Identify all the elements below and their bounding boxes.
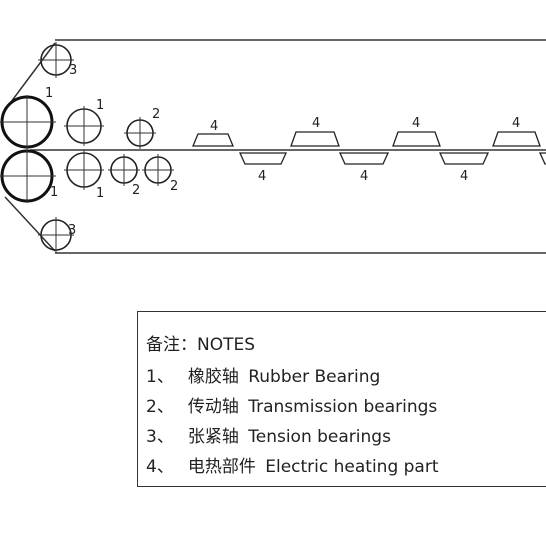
- note-item-1: 1、橡胶轴 Rubber Bearing: [146, 362, 380, 387]
- heating-part-top-3: [392, 131, 441, 147]
- heating-part-bottom-3: [438, 152, 490, 165]
- notes-title: 备注：NOTES: [146, 335, 256, 355]
- note-cn: 电热部件: [187, 457, 256, 477]
- label-transmission-top: 2: [152, 107, 160, 122]
- heating-part-top-2: [290, 131, 340, 147]
- label-heating-bottom-3: 4: [460, 169, 468, 184]
- note-number: 2、: [146, 397, 174, 417]
- heating-part-top-4: [492, 131, 541, 147]
- note-cn: 张紧轴: [187, 427, 239, 447]
- roller-diagram: 3 1 1 1 1 2 2 2 3 4 4 4 4 4 4 4: [0, 39, 546, 254]
- label-tension-bottom: 3: [68, 223, 76, 238]
- note-item-4: 4、电热部件 Electric heating part: [146, 452, 439, 477]
- note-item-2: 2、传动轴 Transmission bearings: [146, 392, 437, 417]
- label-roller-mid-bottom: 1: [96, 186, 104, 201]
- note-en: Transmission bearings: [248, 397, 438, 417]
- note-en: Electric heating part: [265, 457, 439, 477]
- note-en: Rubber Bearing: [248, 367, 381, 387]
- label-transmission-bottom-2: 2: [170, 179, 178, 194]
- note-item-3: 3、张紧轴 Tension bearings: [146, 422, 391, 447]
- belt-lower-diagonal: [4, 196, 56, 252]
- belt-upper-diagonal: [4, 42, 56, 111]
- label-heating-bottom-2: 4: [360, 169, 368, 184]
- label-heating-top-3: 4: [412, 116, 420, 131]
- label-heating-top-2: 4: [312, 116, 320, 131]
- note-cn: 橡胶轴: [187, 367, 239, 387]
- label-rubber-top: 1: [45, 86, 53, 101]
- heating-part-bottom-2: [338, 152, 390, 165]
- notes-box: 备注：NOTES 1、橡胶轴 Rubber Bearing 2、传动轴 Tran…: [137, 311, 546, 487]
- note-number: 3、: [146, 427, 174, 447]
- label-transmission-bottom-1: 2: [132, 183, 140, 198]
- label-roller-mid-top: 1: [96, 98, 104, 113]
- heating-part-bottom-4: [538, 152, 546, 165]
- note-en: Tension bearings: [248, 427, 391, 447]
- label-heating-top-1: 4: [210, 119, 218, 134]
- label-heating-top-4: 4: [512, 116, 520, 131]
- heating-part-bottom-1: [238, 152, 288, 165]
- label-heating-bottom-1: 4: [258, 169, 266, 184]
- note-number: 4、: [146, 457, 174, 477]
- label-tension-top: 3: [69, 63, 77, 78]
- note-cn: 传动轴: [187, 397, 239, 417]
- heating-part-top-1: [192, 133, 234, 147]
- note-number: 1、: [146, 367, 174, 387]
- label-rubber-bottom: 1: [50, 185, 58, 200]
